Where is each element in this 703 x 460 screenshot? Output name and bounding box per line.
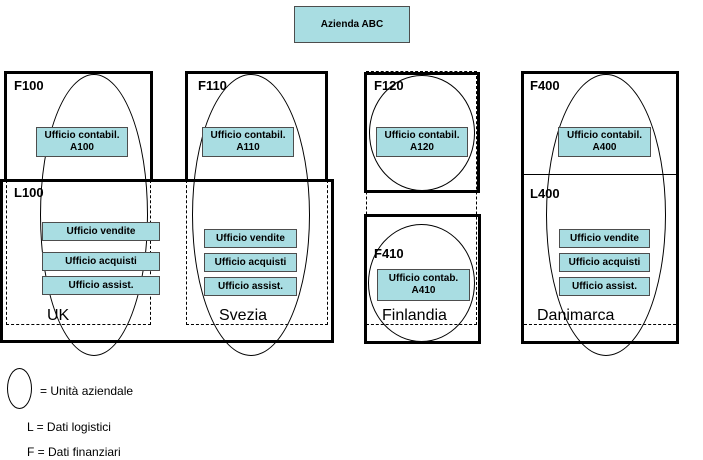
se-unit-ellipse <box>192 74 310 356</box>
fi-unit-ellipse-top <box>369 75 475 191</box>
company-name: Azienda ABC <box>320 18 384 30</box>
legend-finance: F = Dati finanziari <box>27 445 121 459</box>
country-uk: UK <box>47 307 70 324</box>
se-assistance-office: Ufficio assist. <box>204 277 297 296</box>
uk-unit-ellipse <box>40 74 148 356</box>
se-sales-office: Ufficio vendite <box>204 229 297 248</box>
fi-unit-ellipse-bottom <box>368 224 475 342</box>
dk-unit-ellipse <box>546 74 666 356</box>
uk-purchasing-office: Ufficio acquisti <box>42 252 160 271</box>
code-f400: F400 <box>530 78 560 93</box>
country-se: Svezia <box>219 307 268 324</box>
code-f100: F100 <box>14 78 44 93</box>
code-f110: F110 <box>198 78 227 93</box>
legend-ellipse-icon <box>7 368 32 409</box>
dk-sales-office: Ufficio vendite <box>559 229 650 248</box>
country-dk: Danimarca <box>537 307 615 324</box>
uk-finance-office: Ufficio contabil. A100 <box>36 127 128 157</box>
country-fi: Finlandia <box>382 307 447 324</box>
f410-frame <box>364 214 481 344</box>
legend-logistics: L = Dati logistici <box>27 420 111 434</box>
se-purchasing-office: Ufficio acquisti <box>204 253 297 272</box>
company-box: Azienda ABC <box>294 6 410 43</box>
dk-finance-office: Ufficio contabil. A400 <box>558 127 651 157</box>
f120-frame <box>364 72 480 193</box>
fi-finance-office: Ufficio contabil. A120 <box>376 127 468 157</box>
uk-sales-office: Ufficio vendite <box>42 222 160 241</box>
l100-frame <box>0 179 334 343</box>
code-f410: F410 <box>374 246 404 261</box>
legend-unit: = Unità aziendale <box>40 384 134 398</box>
code-f120: F120 <box>374 78 404 93</box>
fi-finance2-office: Ufficio contab. A410 <box>377 269 470 301</box>
uk-assistance-office: Ufficio assist. <box>42 276 160 295</box>
code-l100: L100 <box>14 185 44 200</box>
code-l400: L400 <box>530 186 560 201</box>
dk-purchasing-office: Ufficio acquisti <box>559 253 650 272</box>
dk-assistance-office: Ufficio assist. <box>559 277 650 296</box>
se-finance-office: Ufficio contabil. A110 <box>202 127 294 157</box>
